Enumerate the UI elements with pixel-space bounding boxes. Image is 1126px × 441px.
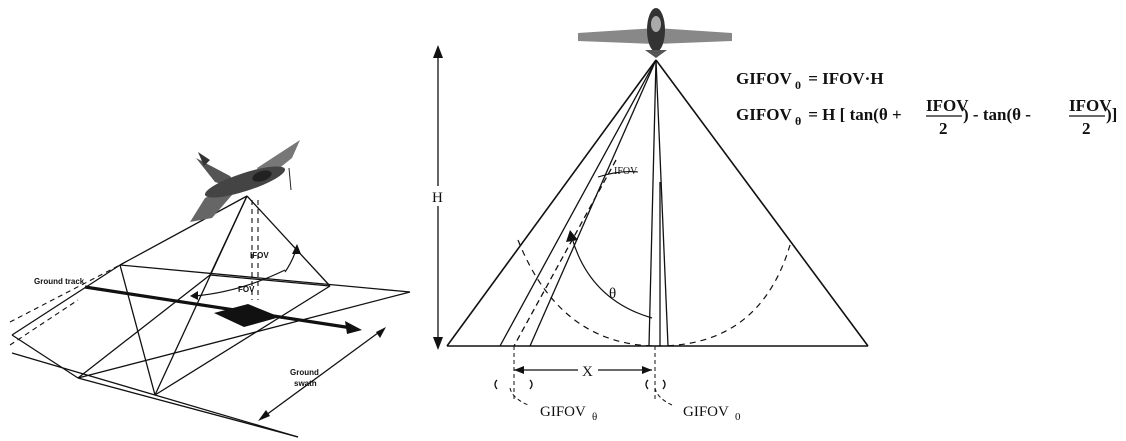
svg-text:θ: θ: [795, 114, 801, 128]
svg-text:IFOV: IFOV: [926, 96, 969, 115]
gifov-zero-label: GIFOV 0: [683, 404, 741, 423]
svg-text:0: 0: [735, 411, 741, 423]
equation-1: GIFOV 0 = IFOV·H: [736, 69, 884, 92]
fov-label-left: FOV: [238, 285, 255, 294]
ifov-label-right: IFOV: [614, 166, 638, 177]
gifov-leaders: [509, 346, 673, 406]
svg-text:= H [ tan(θ +: = H [ tan(θ +: [804, 105, 906, 124]
airplane-top-icon: [578, 8, 732, 58]
ground-swath-label-line1: Ground: [290, 368, 319, 377]
nadir-beam: [648, 59, 669, 347]
x-dimension: [514, 360, 652, 380]
svg-text:θ: θ: [592, 411, 597, 423]
left-panel: Ground track IFOV FOV Ground swath: [9, 140, 411, 438]
svg-text:GIFOV: GIFOV: [540, 404, 586, 420]
svg-text:)]: )]: [1106, 105, 1117, 124]
svg-text:GIFOV: GIFOV: [736, 105, 792, 124]
right-panel: H IFOV θ X GIFOV θ GIFOV 0: [428, 8, 869, 423]
footprint-brackets: [494, 379, 666, 390]
svg-text:0: 0: [795, 78, 801, 92]
svg-text:2: 2: [1082, 119, 1091, 138]
ifov-footprint: [214, 304, 280, 327]
ground-dashed-lines: [9, 200, 259, 346]
h-dimension: [428, 45, 448, 350]
ifov-label-left: IFOV: [250, 251, 269, 260]
theta-label: θ: [609, 286, 616, 302]
svg-text:) - tan(θ -: ) - tan(θ -: [963, 105, 1035, 124]
svg-text:GIFOV: GIFOV: [736, 69, 792, 88]
off-nadir-beam: [499, 59, 657, 347]
theta-angle-arc: [571, 237, 653, 319]
airplane-left-icon: [190, 140, 300, 222]
ground-track-label: Ground track: [34, 277, 85, 286]
equation-2: GIFOV θ = H [ tan(θ + IFOV 2 ) - tan(θ -…: [736, 96, 1117, 138]
h-label: H: [432, 190, 443, 206]
ground-swath-arrow: [258, 327, 386, 421]
svg-text:2: 2: [939, 119, 948, 138]
gifov-theta-label: GIFOV θ: [540, 404, 597, 423]
range-arc: [517, 239, 791, 347]
fov-scan-arrow: [194, 269, 286, 297]
ground-swath-label-line2: swath: [294, 379, 317, 388]
x-label: X: [582, 364, 593, 380]
equations: GIFOV 0 = IFOV·H GIFOV θ = H [ tan(θ + I…: [736, 69, 1117, 138]
ground-track-arrow: [84, 285, 362, 334]
svg-text:GIFOV: GIFOV: [683, 404, 729, 420]
svg-text:= IFOV·H: = IFOV·H: [804, 69, 884, 88]
ground-grid: [11, 195, 411, 438]
svg-text:IFOV: IFOV: [1069, 96, 1112, 115]
ifov-angle-arc: [597, 171, 639, 178]
